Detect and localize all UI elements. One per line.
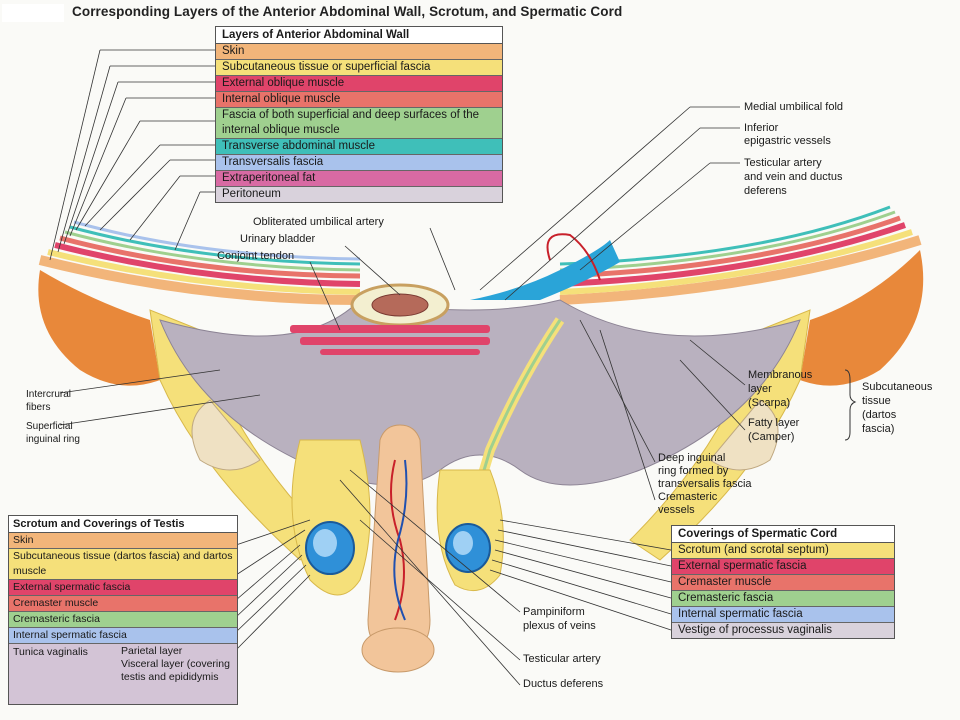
label-testicular-artery-1: Testicular artery bbox=[744, 157, 822, 169]
page-title: Corresponding Layers of the Anterior Abd… bbox=[72, 4, 623, 19]
left-thigh bbox=[191, 399, 261, 471]
tunica-vaginalis-label: Tunica vaginalis bbox=[13, 646, 88, 658]
blue-vessel bbox=[470, 240, 620, 300]
legend-row: Transversalis fascia bbox=[216, 155, 502, 171]
legend-row: Internal oblique muscle bbox=[216, 92, 502, 108]
label-pampiniform-2: plexus of veins bbox=[523, 620, 596, 632]
legend-row: Cremasteric fascia bbox=[9, 612, 237, 628]
legend-row: External oblique muscle bbox=[216, 76, 502, 92]
legend-row: Extraperitoneal fat bbox=[216, 171, 502, 187]
label-inferior-epigastric-1: Inferior bbox=[744, 122, 779, 134]
label-obliterated-umbilical-artery: Obliterated umbilical artery bbox=[253, 216, 384, 228]
legend-label: Scrotum (and scrotal septum) bbox=[678, 544, 829, 556]
spermatic-cord-legend-header: Coverings of Spermatic Cord bbox=[672, 526, 894, 543]
legend-label: Internal spermatic fascia bbox=[13, 629, 127, 641]
right-skin-section bbox=[800, 250, 924, 386]
legend-label: Extraperitoneal fat bbox=[222, 172, 316, 184]
label-testicular-artery-3: deferens bbox=[744, 185, 787, 197]
label-fatty-1: Fatty layer bbox=[748, 417, 800, 429]
legend-row: Cremasteric fascia bbox=[672, 591, 894, 607]
parietal-layer-label: Parietal layer bbox=[121, 645, 183, 657]
label-testicular-artery-2: and vein and ductus bbox=[744, 171, 843, 183]
label-subcutaneous-4: fascia) bbox=[862, 423, 895, 435]
legend-row: Skin bbox=[9, 533, 237, 549]
label-subcutaneous-3: (dartos bbox=[862, 409, 897, 421]
abdominal-wall-legend: Layers of Anterior Abdominal Wall Skin S… bbox=[215, 26, 503, 203]
tunica-layers: Parietal layer Visceral layer (covering … bbox=[121, 645, 231, 684]
label-pampiniform-1: Pampiniform bbox=[523, 606, 585, 618]
label-fatty-2: (Camper) bbox=[748, 431, 795, 443]
legend-row: Skin bbox=[216, 44, 502, 60]
label-conjoint-tendon: Conjoint tendon bbox=[217, 250, 295, 262]
label-membranous-3: (Scarpa) bbox=[748, 397, 791, 409]
glans bbox=[361, 627, 435, 673]
label-ductus-deferens: Ductus deferens bbox=[523, 678, 604, 690]
label-urinary-bladder: Urinary bladder bbox=[240, 233, 316, 245]
label-medial-umbilical-fold: Medial umbilical fold bbox=[744, 101, 844, 113]
label-superficial-ring-2: inguinal ring bbox=[26, 434, 80, 445]
right-thigh bbox=[709, 399, 779, 471]
label-membranous-1: Membranous bbox=[748, 369, 813, 381]
legend-row: External spermatic fascia bbox=[9, 580, 237, 596]
subcutaneous-bracket bbox=[844, 369, 857, 441]
label-cremasteric-vessels-1: Cremasteric bbox=[658, 491, 718, 503]
testis-legend-header: Scrotum and Coverings of Testis bbox=[9, 516, 237, 533]
label-subcutaneous-2: tissue bbox=[862, 395, 891, 407]
legend-row: Cremaster muscle bbox=[672, 575, 894, 591]
legend-label: Subcutaneous tissue or superficial fasci… bbox=[222, 61, 431, 73]
legend-label: Skin bbox=[13, 534, 34, 546]
legend-row: Internal spermatic fascia bbox=[672, 607, 894, 623]
legend-label: Transversalis fascia bbox=[222, 156, 324, 168]
legend-label: Cremasteric fascia bbox=[13, 613, 100, 625]
visceral-layer-label: Visceral layer (covering testis and epid… bbox=[121, 658, 230, 683]
legend-row: Vestige of processus vaginalis bbox=[672, 623, 894, 638]
red-vessel bbox=[546, 233, 601, 281]
legend-label: Peritoneum bbox=[222, 188, 281, 200]
legend-label: External oblique muscle bbox=[222, 77, 345, 89]
legend-row: External spermatic fascia bbox=[672, 559, 894, 575]
legend-row: Subcutaneous tissue or superficial fasci… bbox=[216, 60, 502, 76]
label-superficial-ring-1: Superficial bbox=[26, 421, 73, 432]
label-membranous-2: layer bbox=[748, 383, 772, 395]
legend-label: Vestige of processus vaginalis bbox=[678, 624, 833, 636]
label-cremasteric-vessels-2: vessels bbox=[658, 504, 695, 516]
abdominal-wall-legend-header: Layers of Anterior Abdominal Wall bbox=[216, 27, 502, 44]
legend-row: Cremaster muscle bbox=[9, 596, 237, 612]
label-deep-ring-1: Deep inguinal bbox=[658, 452, 726, 464]
legend-row: Peritoneum bbox=[216, 187, 502, 202]
legend-label: Internal oblique muscle bbox=[222, 93, 341, 105]
legend-label: Cremaster muscle bbox=[678, 576, 772, 588]
label-intercrural-1: Intercrural bbox=[26, 389, 72, 400]
corner-tab bbox=[2, 4, 64, 22]
legend-row: Scrotum (and scrotal septum) bbox=[672, 543, 894, 559]
legend-label: External spermatic fascia bbox=[678, 560, 807, 572]
leader-lines bbox=[49, 49, 746, 686]
legend-label: Subcutaneous tissue (dartos fascia) and … bbox=[13, 550, 233, 577]
legend-label: Cremasteric fascia bbox=[678, 592, 774, 604]
label-testicular-artery-lower: Testicular artery bbox=[523, 653, 601, 665]
legend-label: External spermatic fascia bbox=[13, 581, 131, 593]
legend-label: Fascia of both superficial and deep surf… bbox=[222, 109, 479, 136]
legend-row: Fascia of both superficial and deep surf… bbox=[216, 108, 502, 139]
spermatic-cord-legend: Coverings of Spermatic Cord Scrotum (and… bbox=[671, 525, 895, 639]
legend-row: Transverse abdominal muscle bbox=[216, 139, 502, 155]
legend-row: Subcutaneous tissue (dartos fascia) and … bbox=[9, 549, 237, 580]
label-inferior-epigastric-2: epigastric vessels bbox=[744, 135, 831, 147]
label-subcutaneous-1: Subcutaneous bbox=[862, 381, 933, 393]
legend-label: Transverse abdominal muscle bbox=[222, 140, 375, 152]
label-deep-ring-2: ring formed by bbox=[658, 465, 729, 477]
label-intercrural-2: fibers bbox=[26, 402, 51, 413]
tunica-vaginalis-row: Tunica vaginalis Parietal layer Visceral… bbox=[9, 644, 237, 704]
testis-legend: Scrotum and Coverings of Testis Skin Sub… bbox=[8, 515, 238, 705]
legend-label: Cremaster muscle bbox=[13, 597, 99, 609]
left-skin-section bbox=[38, 270, 161, 386]
label-deep-ring-3: transversalis fascia bbox=[658, 478, 752, 490]
legend-label: Internal spermatic fascia bbox=[678, 608, 803, 620]
legend-label: Skin bbox=[222, 45, 245, 57]
legend-row: Internal spermatic fascia bbox=[9, 628, 237, 644]
